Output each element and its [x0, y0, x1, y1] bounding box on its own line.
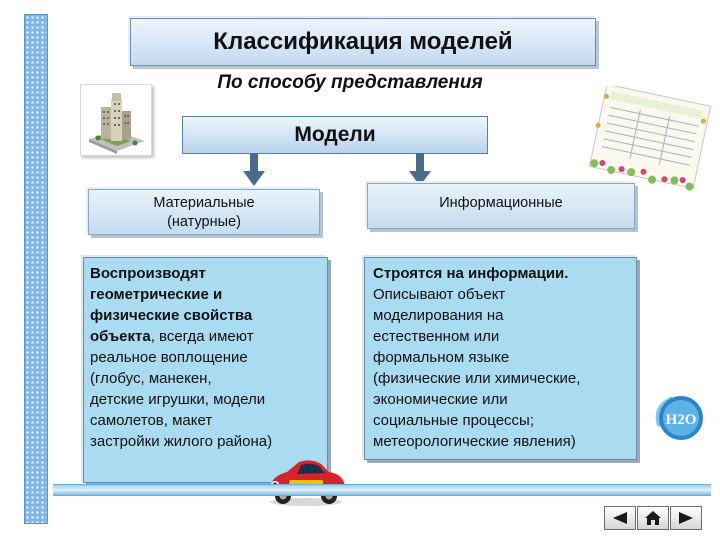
description-text: самолетов, макет — [90, 412, 213, 429]
description-text: физические свойства — [90, 307, 253, 324]
description-text: Воспроизводят — [90, 265, 206, 282]
description-text: Описывают объект — [373, 286, 506, 303]
description-text: застройки жилого района) — [90, 433, 273, 450]
decorative-poster-image — [588, 86, 712, 191]
triangle-right-icon — [679, 512, 693, 524]
models-root-node: Модели — [182, 116, 488, 154]
material-models-node: Материальные (натурные) — [88, 189, 320, 235]
previous-slide-button[interactable] — [604, 506, 636, 530]
h2o-badge-image: H2O — [655, 396, 703, 440]
description-text: моделирования на — [373, 307, 504, 324]
description-text: метеорологические явления) — [373, 433, 576, 450]
information-models-node: Информационные — [367, 183, 635, 229]
description-line: физические свойства — [90, 305, 321, 326]
home-icon — [645, 511, 661, 525]
description-text: объекта — [90, 328, 151, 345]
arrow-down-icon — [243, 153, 265, 186]
description-line: метеорологические явления) — [373, 431, 628, 452]
description-text: геометрические и — [90, 286, 223, 303]
description-line: детские игрушки, модели — [90, 389, 321, 410]
description-line: формальном языке — [373, 347, 628, 368]
description-text: Строятся на информации. — [373, 265, 569, 282]
description-text: социальные процессы; — [373, 412, 534, 429]
material-models-label: Материальные — [153, 195, 255, 211]
triangle-left-icon — [613, 512, 627, 524]
description-text: (физические или химические, — [373, 370, 581, 387]
description-text: (глобус, манекен, — [90, 370, 212, 387]
building-model-image — [80, 84, 152, 156]
information-models-description: Строятся на информации. Описывают объект м… — [364, 257, 637, 460]
description-line: застройки жилого района) — [90, 431, 321, 452]
decorative-bottom-bar — [53, 484, 711, 496]
description-line: (физические или химические, — [373, 368, 628, 389]
h2o-label: H2O — [666, 412, 697, 428]
description-line: Строятся на информации. — [373, 263, 628, 284]
description-line: самолетов, макет — [90, 410, 321, 431]
material-models-sublabel: (натурные) — [167, 214, 241, 230]
description-text: естественном или — [373, 328, 500, 345]
slide-title: Классификация моделей — [130, 18, 596, 66]
slide-subtitle: По способу представления — [217, 72, 483, 93]
description-line: экономические или — [373, 389, 628, 410]
description-line: геометрические и — [90, 284, 321, 305]
decorative-side-strip — [24, 14, 48, 524]
description-line: Воспроизводят — [90, 263, 321, 284]
home-button[interactable] — [637, 506, 669, 530]
description-line: (глобус, манекен, — [90, 368, 321, 389]
description-text: экономические или — [373, 391, 508, 408]
description-line: объекта, всегда имеют — [90, 326, 321, 347]
next-slide-button[interactable] — [670, 506, 702, 530]
arrow-down-icon — [409, 153, 431, 186]
description-text: , всегда имеют — [150, 328, 254, 345]
description-line: моделирования на — [373, 305, 628, 326]
description-text: реальное воплощение — [90, 349, 248, 366]
material-models-description: Воспроизводят геометрические и физические … — [83, 257, 328, 483]
description-line: естественном или — [373, 326, 628, 347]
description-text: формальном языке — [373, 349, 510, 366]
toy-car-image — [269, 460, 345, 506]
description-text: детские игрушки, модели — [90, 391, 266, 408]
description-line: социальные процессы; — [373, 410, 628, 431]
description-line: Описывают объект — [373, 284, 628, 305]
description-line: реальное воплощение — [90, 347, 321, 368]
